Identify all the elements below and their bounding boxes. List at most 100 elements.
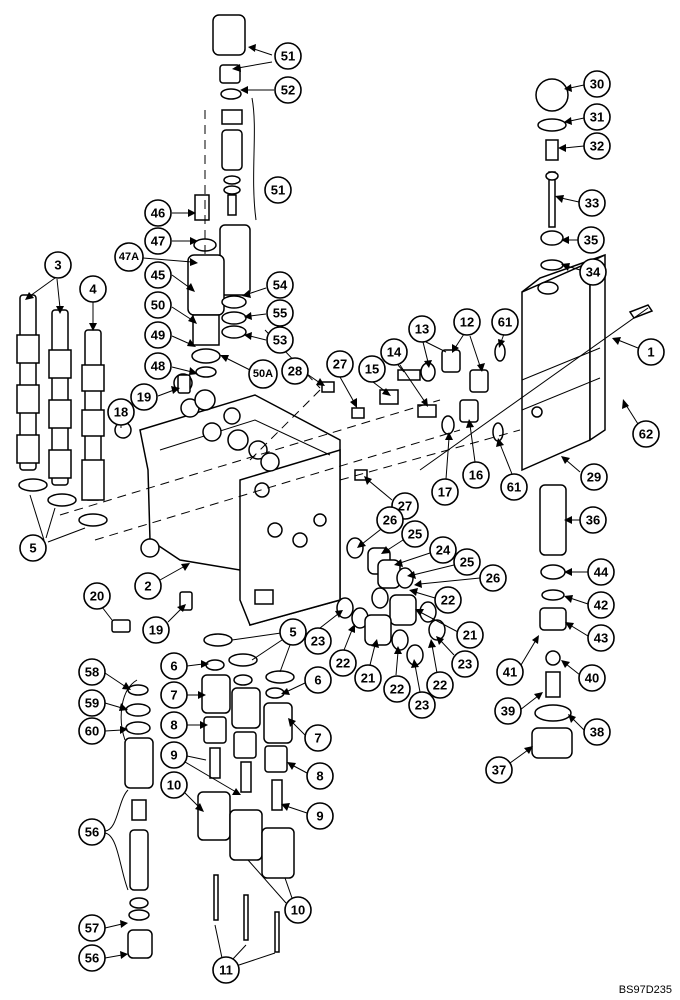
- callout-8-right: 8: [287, 762, 334, 790]
- callout-label: 19: [149, 623, 163, 638]
- callout-label: 24: [436, 543, 451, 558]
- callout-label: 11: [219, 963, 233, 978]
- callout-label: 39: [501, 704, 515, 719]
- callout-label: 32: [590, 139, 604, 154]
- callout-17: 17: [431, 432, 459, 506]
- callout-60: 60: [78, 717, 128, 745]
- alignment-lines: [59, 110, 521, 541]
- callout-label: 8: [316, 769, 323, 784]
- callout-label: 43: [594, 631, 608, 646]
- callout-label: 48: [151, 359, 165, 374]
- callout-label: 30: [590, 77, 604, 92]
- callout-16: 16: [462, 419, 490, 489]
- callout-label: 36: [586, 513, 600, 528]
- callout-label: 2: [144, 579, 151, 594]
- callout-label: 9: [170, 748, 177, 763]
- callouts: 51 52 51 46 47: [19, 42, 665, 984]
- callout-22-c: 22: [383, 646, 411, 703]
- callout-label: 7: [314, 731, 321, 746]
- figure-reference: BS97D235: [619, 984, 672, 996]
- callout-label: 47: [151, 234, 165, 249]
- callout-1: 1: [612, 337, 665, 366]
- callout-label: 21: [361, 671, 375, 686]
- callout-41: 41: [496, 635, 539, 686]
- callout-53: 53: [244, 326, 294, 354]
- callout-label: 46: [151, 206, 165, 221]
- callout-label: 33: [585, 196, 599, 211]
- callout-label: 53: [273, 333, 287, 348]
- callout-label: 9: [316, 809, 323, 824]
- callout-label: 59: [85, 696, 99, 711]
- callout-56-upper: 56: [78, 789, 129, 891]
- callout-21-right: 21: [415, 609, 484, 649]
- callout-52: 52: [240, 76, 302, 104]
- callout-label: 27: [398, 499, 412, 514]
- callout-19-lower: 19: [142, 604, 186, 644]
- callout-label: 35: [584, 233, 598, 248]
- callout-label: 60: [85, 724, 99, 739]
- callout-61-upper: 61: [491, 308, 519, 348]
- callout-label: 14: [387, 345, 402, 360]
- callout-label: 42: [594, 598, 608, 613]
- callout-label: 23: [311, 634, 325, 649]
- callout-23-right: 23: [436, 636, 479, 678]
- callout-label: 56: [85, 825, 99, 840]
- callout-label: 61: [507, 480, 521, 495]
- callout-label: 56: [85, 951, 99, 966]
- callout-40: 40: [561, 660, 606, 692]
- callout-5-bottom: 5: [231, 618, 307, 673]
- callout-23-bottom: 23: [408, 659, 436, 719]
- callout-label: 18: [114, 405, 128, 420]
- relief-valve-stack: [173, 14, 251, 393]
- callout-label: 23: [415, 698, 429, 713]
- callout-9-right: 9: [281, 802, 334, 830]
- callout-22-b: 22: [426, 639, 454, 699]
- callout-label: 61: [498, 315, 512, 330]
- callout-label: 25: [460, 555, 474, 570]
- callout-label: 21: [463, 628, 477, 643]
- callout-label: 23: [458, 657, 472, 672]
- callout-label: 34: [586, 265, 601, 280]
- callout-58: 58: [78, 658, 131, 690]
- callout-34: 34: [561, 258, 607, 286]
- callout-47: 47: [144, 227, 198, 255]
- callout-27-lower: 27: [364, 476, 419, 520]
- callout-label: 15: [365, 362, 379, 377]
- callout-label: 51: [281, 49, 295, 64]
- callout-label: 49: [151, 328, 165, 343]
- callout-59: 59: [78, 689, 128, 717]
- callout-label: 40: [585, 671, 599, 686]
- callout-30: 30: [564, 70, 611, 98]
- callout-20: 20: [83, 582, 113, 621]
- callout-50: 50: [144, 291, 197, 324]
- callout-label: 22: [433, 678, 447, 693]
- callout-label: 58: [85, 665, 99, 680]
- callout-46: 46: [144, 199, 196, 227]
- callout-label: 38: [590, 725, 604, 740]
- callout-label: 26: [383, 513, 397, 528]
- callout-label: 31: [590, 110, 604, 125]
- callout-61-lower: 61: [496, 438, 528, 501]
- callout-47a: 47A: [114, 242, 198, 272]
- callout-50a: 50A: [220, 355, 278, 389]
- callout-label: 52: [281, 83, 295, 98]
- parts-drawing: [16, 14, 654, 959]
- callout-62: 62: [622, 399, 660, 448]
- callout-5-left: 5: [19, 494, 86, 562]
- callout-51-mid: 51: [251, 97, 292, 221]
- callout-54: 54: [242, 271, 294, 299]
- callout-label: 47A: [119, 251, 139, 263]
- right-relief-group: [531, 484, 573, 759]
- callout-label: 29: [587, 470, 601, 485]
- top-right-plug: [535, 78, 569, 271]
- callout-22-d: 22: [329, 624, 357, 677]
- valve-body: [114, 389, 341, 626]
- callout-label: 4: [89, 282, 97, 297]
- callout-label: 12: [460, 315, 474, 330]
- callout-label: 10: [167, 778, 181, 793]
- callout-label: 6: [314, 673, 321, 688]
- callout-label: 26: [486, 571, 500, 586]
- callout-10-left: 10: [160, 771, 204, 812]
- bottom-cap-stacks: [197, 633, 295, 953]
- callout-label: 6: [170, 659, 177, 674]
